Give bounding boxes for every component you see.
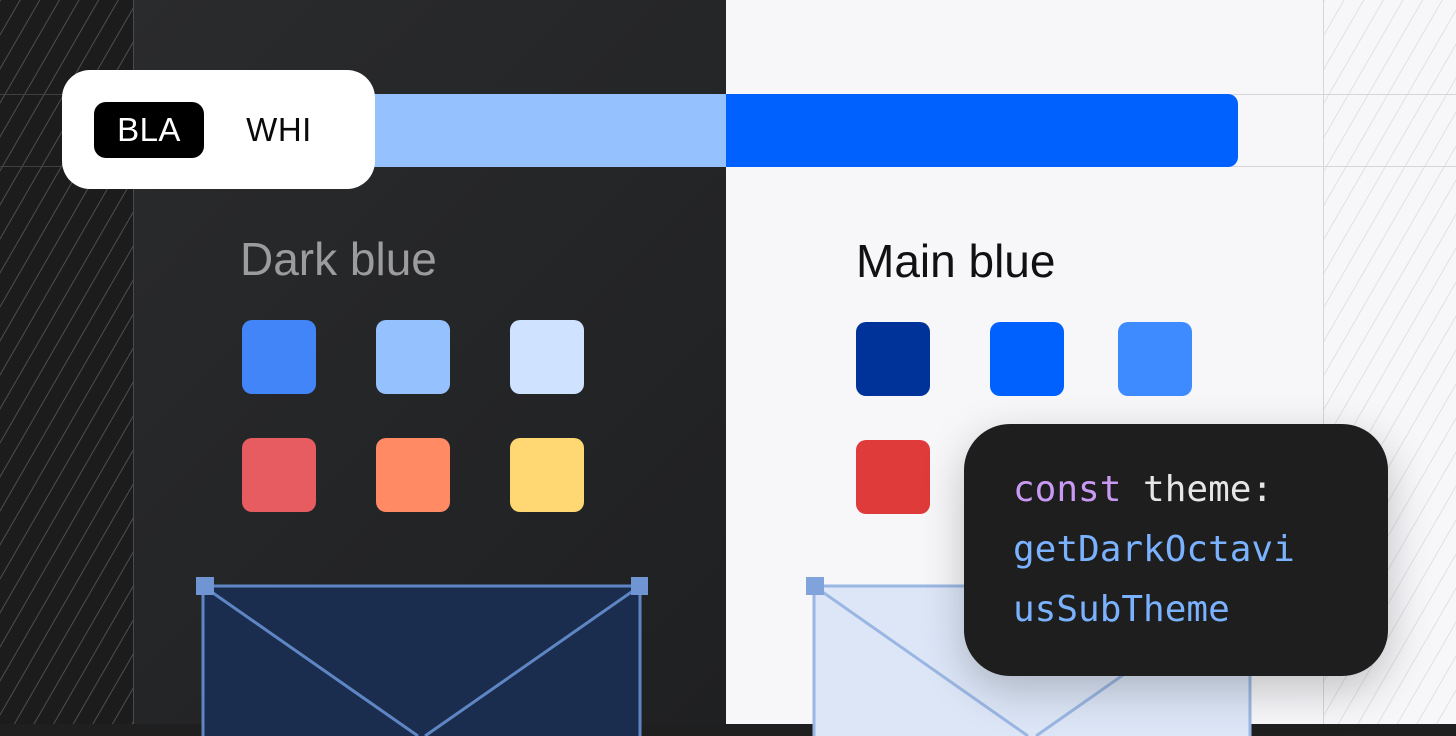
dark-blue-heading: Dark blue [240,233,437,285]
color-swatch [242,438,316,512]
theme-option-black[interactable]: BLA [94,102,204,158]
code-function-name: getDarkOctavi [1013,529,1295,570]
code-identifier: theme: [1121,469,1274,510]
code-function-name: usSubTheme [1013,589,1230,630]
color-swatch [856,322,930,396]
code-snippet: const theme: getDarkOctavi usSubTheme [1013,460,1295,640]
color-swatch [510,320,584,394]
color-swatch [856,440,930,514]
color-swatch [510,438,584,512]
color-swatch [1118,322,1192,396]
resize-handle-icon[interactable] [631,577,648,595]
theme-option-white[interactable]: WHI [246,111,312,148]
guide-line-vertical [133,0,134,724]
theme-toggle: BLA WHI [62,70,375,189]
resize-handle-icon[interactable] [196,577,214,595]
guide-line-vertical [1323,0,1324,724]
color-swatch [376,438,450,512]
main-blue-heading: Main blue [856,235,1056,287]
color-swatch [376,320,450,394]
main-blue-bar [726,94,1238,167]
resize-handle-icon[interactable] [806,577,824,595]
color-swatch [242,320,316,394]
color-swatch [990,322,1064,396]
code-snippet-card: const theme: getDarkOctavi usSubTheme [964,424,1388,676]
image-placeholder-frame [196,577,648,736]
code-keyword: const [1013,469,1122,510]
